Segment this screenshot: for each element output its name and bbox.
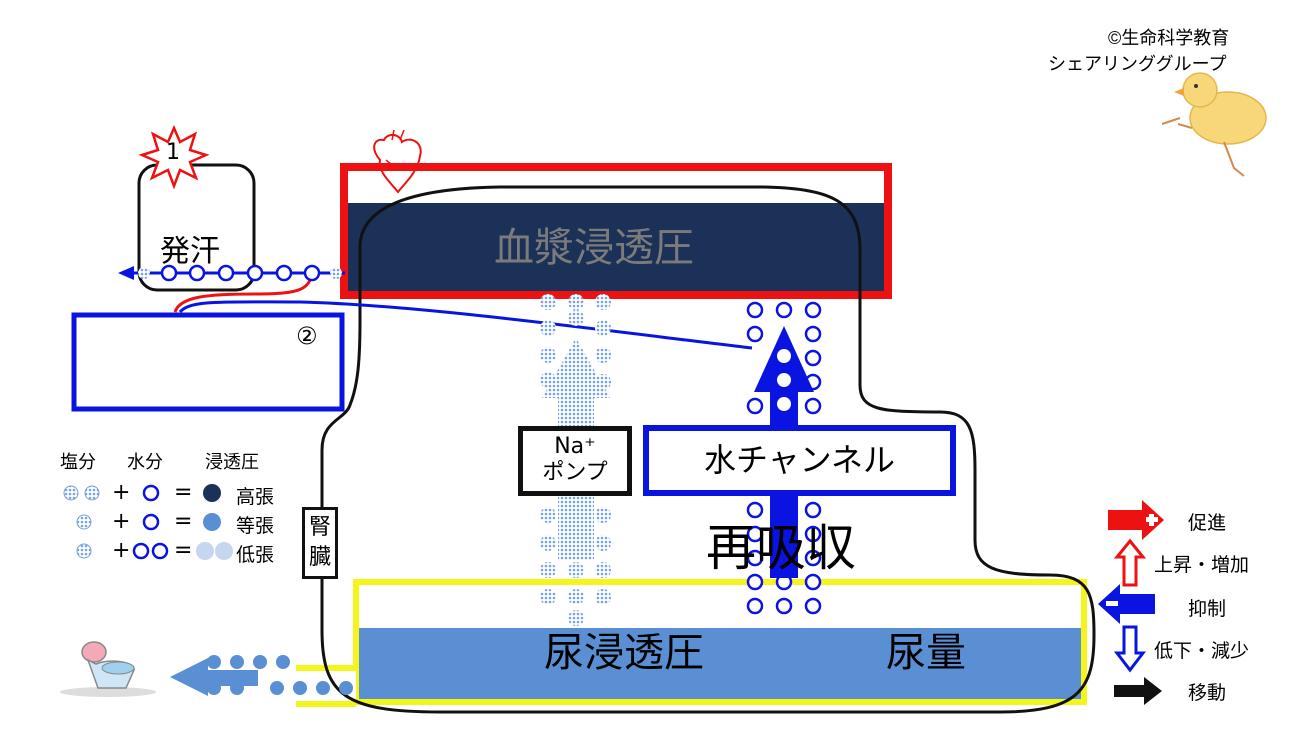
osmo-header-osmotic: 浸透圧 [205, 452, 259, 473]
salt-dots-column [540, 294, 611, 626]
urine-box [353, 579, 1087, 705]
blue-minus-arrow-icon [1098, 584, 1155, 624]
na-pump-box: Na⁺ ポンプ [518, 426, 632, 496]
water-channel-label: 水チャンネル [703, 441, 896, 479]
legend-promote: 促進 [1188, 512, 1227, 534]
osmo-row-equals: = [174, 509, 193, 534]
osmo-row-result: 等張 [236, 515, 275, 537]
osmo-row-result: 高張 [236, 486, 275, 508]
legend-decrease: 低下・減少 [1154, 640, 1250, 662]
explosion-icon [138, 124, 210, 190]
box-2-number: ② [296, 322, 318, 350]
kidney-label-box: 腎 臓 [302, 507, 338, 579]
plasma-label: 血漿浸透圧 [494, 225, 694, 271]
chick-icon [1161, 72, 1267, 177]
osmo-row-plus: + [112, 538, 131, 563]
osmo-row-equals: = [174, 480, 193, 505]
plasma-box [340, 163, 892, 299]
heart-icon [373, 129, 422, 194]
kidney-outline [320, 185, 1096, 714]
urine-out-arrow [170, 655, 353, 696]
urine-osmotic-label: 尿浸透圧 [544, 630, 704, 676]
urine-fill [356, 628, 1084, 700]
copyright-line2: シェアリンググループ [1048, 54, 1227, 74]
reabsorption-label: 再吸収 [706, 519, 856, 577]
toilet-icon [60, 641, 156, 697]
osmo-row-plus: + [112, 509, 131, 534]
kidney-label: 腎 臓 [308, 515, 331, 570]
copyright-line1: ©生命科学教育 [1108, 28, 1230, 48]
blue-connector [178, 300, 753, 350]
red-up-arrow-outline-icon [1113, 538, 1147, 587]
urine-volume-label: 尿量 [886, 630, 966, 676]
red-plus-arrow-icon [1108, 500, 1164, 540]
osmo-header-water: 水分 [127, 452, 163, 473]
osmo-row-plus: + [112, 480, 131, 505]
osmo-row-result: 低張 [236, 544, 275, 566]
blue-down-arrow-outline-icon [1113, 625, 1147, 673]
legend-move: 移動 [1188, 682, 1227, 704]
sweat-label: 発汗 [160, 234, 220, 269]
red-connector [173, 267, 314, 313]
sweat-arrow [118, 264, 345, 282]
water-dots-column [746, 301, 822, 615]
legend-increase: 上昇・増加 [1154, 554, 1250, 576]
box-2 [71, 312, 345, 412]
osmo-legend-symbols [63, 484, 233, 560]
water-channel-box: 水チャンネル [643, 425, 956, 496]
legend-inhibit: 抑制 [1188, 598, 1227, 620]
black-right-arrow-icon [1114, 677, 1162, 705]
na-pump-line1: Na⁺ [554, 434, 596, 459]
osmo-row-equals: = [174, 538, 193, 563]
plasma-fill [344, 203, 888, 295]
osmo-header-salt: 塩分 [60, 452, 96, 473]
sweat-box [137, 163, 256, 292]
sweat-badge: 1 [166, 140, 180, 165]
na-pump-line2: ポンプ [542, 460, 608, 485]
